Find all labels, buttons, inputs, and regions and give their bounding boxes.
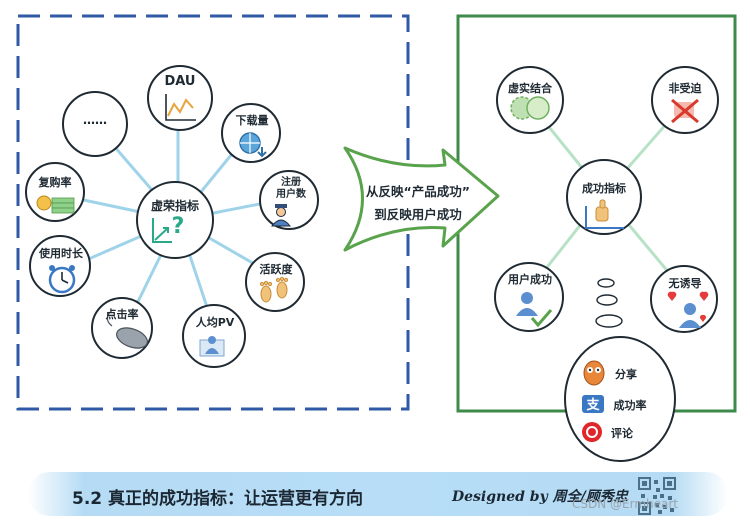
share-label: 分享 [608,366,644,382]
success-metrics-center-node [567,160,641,234]
thought-bubbles [596,279,622,327]
watermark: CSDN @Ermheart [572,497,678,511]
overlapping-circles-icon [511,97,549,119]
repurchase-label: 复购率 [30,174,80,190]
vanity-metrics-label: 虚荣指标 [140,197,210,214]
arrow-text-line1: 从反映“产品成功” [358,181,478,200]
netease-logo-icon [582,422,602,442]
dau-label: DAU [160,74,200,89]
click-rate-label: 点击率 [98,306,146,322]
vanity-metrics-question-mark: ? [168,214,188,239]
registered-users-label: 注册 用户数 [266,177,316,201]
no-inducement-label: 无诱导 [660,275,710,291]
user-success-label: 用户成功 [502,271,558,287]
more-label: …… [70,113,120,127]
success-metrics-label: 成功指标 [574,180,634,196]
pv-per-user-label: 人均PV [186,314,244,330]
activity-label: 活跃度 [252,261,300,277]
downloads-label: 下载量 [228,112,276,128]
virtual-real-label: 虚实结合 [502,80,558,96]
svg-text:支: 支 [585,397,600,413]
usage-time-label: 使用时长 [32,245,90,261]
comment-label: 评论 [604,425,640,441]
owl-icon [584,361,604,385]
arrow-text-line2: 到反映用户成功 [358,204,478,223]
clock-icon [49,265,75,292]
non-forced-label: 非受迫 [660,80,710,96]
non-forced-node [652,67,718,133]
zhi-logo-icon: 支 [582,395,604,413]
footer-title: 5.2 真正的成功指标：让运营更有方向 [72,484,363,509]
success-rate-label: 成功率 [606,397,654,413]
